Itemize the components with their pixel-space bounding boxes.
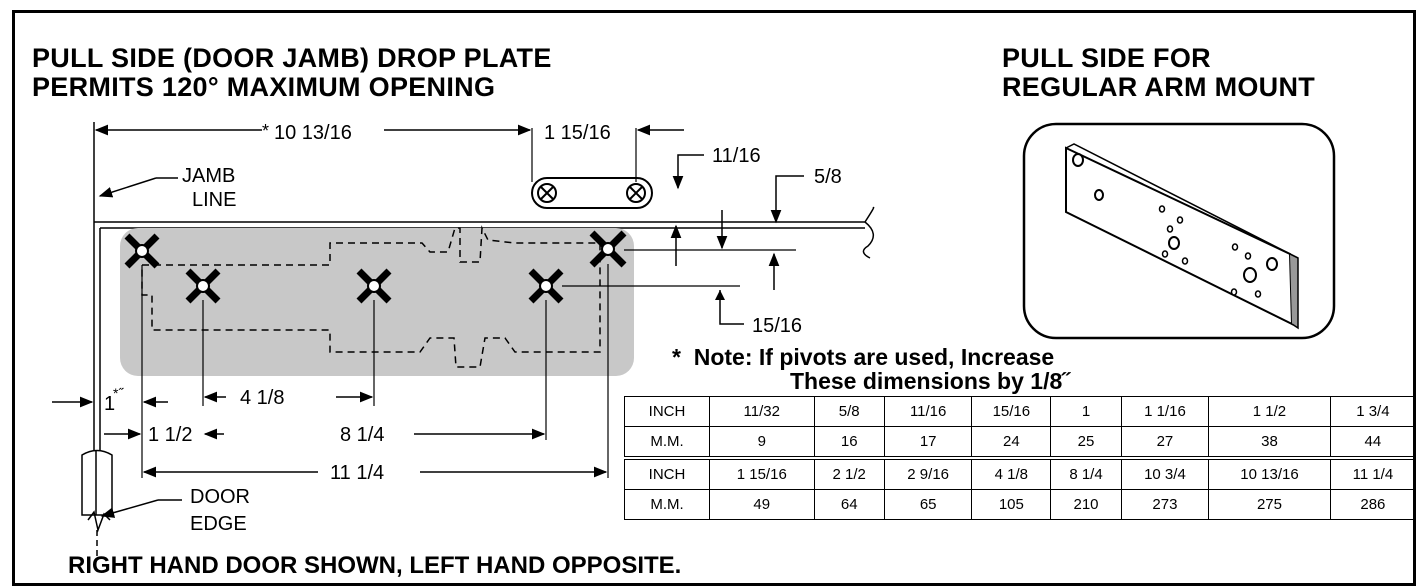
table-cell: 64: [813, 489, 885, 520]
table-cell: 16: [813, 426, 885, 459]
table-cell: 15/16: [971, 396, 1052, 427]
table-cell: M.M.: [624, 489, 710, 520]
table-cell: 273: [1120, 489, 1210, 520]
table-cell: 4 1/8: [971, 456, 1052, 490]
table-cell: 5/8: [813, 396, 885, 427]
left-title-line1: PULL SIDE (DOOR JAMB) DROP PLATE: [32, 43, 552, 73]
table-row: INCH 1 15/16 2 1/2 2 9/16 4 1/8 8 1/4 10…: [624, 456, 1417, 490]
table-cell: 24: [971, 426, 1052, 459]
note-line-2: These dimensions by 1/8˝: [790, 368, 1070, 394]
table-cell: 10 3/4: [1120, 456, 1210, 490]
table-cell: 8 1/4: [1050, 456, 1122, 490]
table-row: INCH 11/32 5/8 11/16 15/16 1 1 1/16 1 1/…: [624, 396, 1417, 427]
table-cell: 1 1/16: [1120, 396, 1210, 427]
dim-10-13-16: 10 13/16: [274, 122, 352, 144]
table-cell: 1 3/4: [1329, 396, 1417, 427]
table-cell: 65: [883, 489, 973, 520]
table-cell: 11 1/4: [1329, 456, 1417, 490]
dim-line-15-16: [719, 290, 744, 325]
table-cell: 1: [1050, 396, 1122, 427]
table-cell: 1 1/2: [1208, 396, 1331, 427]
slotted-arm-shoe: [531, 177, 653, 209]
dim-1: 1: [104, 393, 115, 415]
dim-1-15-16: 1 15/16: [544, 122, 611, 144]
table-cell: 44: [1329, 426, 1417, 459]
dim-15-16: 15/16: [752, 315, 802, 337]
table-row: M.M. 49 64 65 105 210 273 275 286: [624, 489, 1417, 520]
left-title-line2: PERMITS 120° MAXIMUM OPENING: [32, 72, 496, 102]
dim-line-5-8: [770, 175, 804, 224]
table-cell: 49: [709, 489, 815, 520]
table-cell: 38: [1208, 426, 1331, 459]
dim-11-1-4: 11 1/4: [330, 462, 384, 484]
screw-hole-3: [356, 268, 392, 304]
table-cell: INCH: [624, 456, 710, 490]
table-cell: 210: [1050, 489, 1122, 520]
table-cell: 9: [709, 426, 815, 459]
closer-body-dashed: [141, 225, 601, 368]
note-star: *: [672, 344, 681, 370]
screw-hole-4: [528, 268, 564, 304]
table-cell: 105: [971, 489, 1052, 520]
dim-8-1-4: 8 1/4: [340, 424, 384, 446]
jamb-label-2: LINE: [192, 189, 236, 211]
table-cell: 286: [1329, 489, 1417, 520]
table-cell: 1 15/16: [709, 456, 815, 490]
table-cell: 17: [883, 426, 973, 459]
door-edge-label-1: DOOR: [190, 486, 250, 508]
drop-plate: [120, 228, 634, 376]
conversion-table: INCH 11/32 5/8 11/16 15/16 1 1 1/16 1 1/…: [624, 396, 1417, 520]
table-cell: 25: [1050, 426, 1122, 459]
table-cell: 2 9/16: [883, 456, 973, 490]
door-edge-cylinder: [81, 449, 113, 556]
screw-hole-1: [124, 233, 160, 269]
table-cell: 10 13/16: [1208, 456, 1331, 490]
table-row: M.M. 9 16 17 24 25 27 38 44: [624, 426, 1417, 459]
dim-5-8: 5/8: [814, 166, 842, 188]
dim-10-13-16-star: *: [262, 121, 269, 141]
dim-1-1-2: 1 1/2: [148, 424, 192, 446]
dim-11-16: 11/16: [712, 145, 761, 167]
table-cell: 2 1/2: [813, 456, 885, 490]
note-text-1: Note: If pivots are used, Increase: [693, 344, 1055, 370]
right-title-line1: PULL SIDE FOR: [1002, 43, 1211, 73]
screw-hole-2: [185, 268, 221, 304]
door-edge-label-2: EDGE: [190, 513, 247, 535]
jamb-label-1: JAMB: [182, 165, 235, 187]
table-cell: 11/16: [883, 396, 973, 427]
note-line-1: * Note: If pivots are used, Increase: [672, 344, 1054, 371]
mount-plate-illustration: [1065, 143, 1299, 330]
jamb-leader: [98, 177, 157, 198]
table-cell: 27: [1120, 426, 1210, 459]
right-title-line2: REGULAR ARM MOUNT: [1002, 72, 1316, 102]
table-cell: 11/32: [709, 396, 815, 427]
table-cell: M.M.: [624, 426, 710, 459]
dim-line-11-16: [672, 154, 704, 190]
door-edge-leader: [100, 499, 159, 518]
screw-hole-5: [589, 230, 627, 268]
footer-note: RIGHT HAND DOOR SHOWN, LEFT HAND OPPOSIT…: [68, 552, 682, 579]
dim-1-mark: *˝: [113, 385, 124, 401]
table-cell: 275: [1208, 489, 1331, 520]
extension-lines: [141, 128, 637, 478]
table-cell: INCH: [624, 396, 710, 427]
dim-4-1-8: 4 1/8: [240, 387, 284, 409]
